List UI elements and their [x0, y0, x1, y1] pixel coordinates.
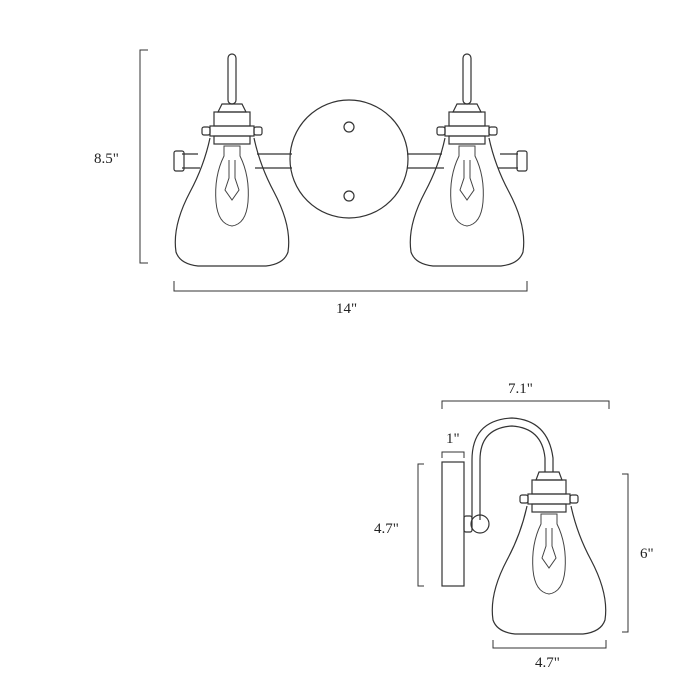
width-dimension-label: 14" [336, 301, 357, 317]
height-dimension-label-side: 6" [640, 546, 654, 562]
front-view: 8.5" 14" [94, 49, 528, 317]
gooseneck-arm [471, 417, 554, 520]
arm-end-cap-left [173, 150, 185, 172]
backplate-height-dimension-line [417, 463, 424, 587]
side-filament [541, 528, 557, 569]
backplate-side [441, 461, 465, 587]
arm-bar [182, 153, 518, 169]
height-dimension-line-side [622, 473, 629, 633]
side-bulb [532, 513, 566, 595]
side-view: 7.1" 1" 4.7" 6" 4.7" [374, 381, 654, 671]
depth-dimension-label: 7.1" [508, 381, 533, 397]
lamp-right [409, 53, 525, 267]
height-dimension-line [139, 49, 148, 264]
lamp-left [174, 53, 290, 267]
shade-width-dimension-line [492, 640, 607, 649]
arm-end-cap-right [516, 150, 528, 172]
backplate-width-dimension-line [441, 451, 465, 458]
width-dimension-line [173, 281, 528, 292]
backplate-height-dimension-label: 4.7" [374, 521, 399, 537]
backplate-front [289, 99, 409, 219]
side-socket [519, 471, 579, 513]
backplate-screw-top [343, 121, 355, 133]
side-glass-shade [491, 505, 607, 635]
depth-dimension-line [441, 400, 610, 409]
backplate-width-dimension-label: 1" [446, 431, 460, 447]
mount-knob [463, 515, 473, 533]
shade-width-dimension-label: 4.7" [535, 655, 560, 671]
backplate-screw-bottom [343, 190, 355, 202]
height-dimension-label: 8.5" [94, 151, 119, 167]
